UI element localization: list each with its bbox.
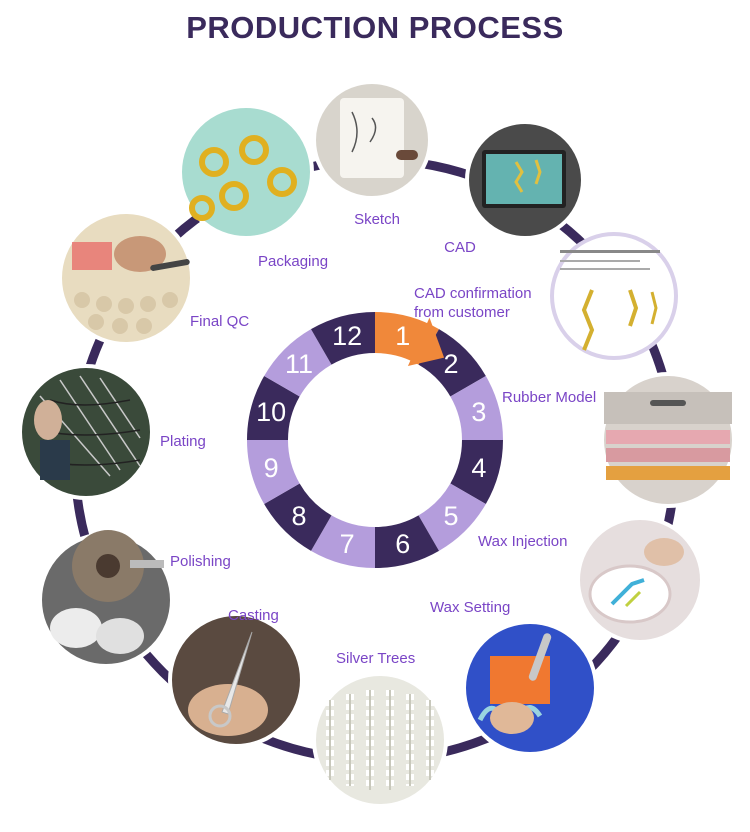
wheel-number-9: 9	[264, 453, 279, 483]
wheel-segment-11	[264, 329, 332, 397]
step-labels: Sketch CAD CAD confirmation from custome…	[160, 211, 596, 667]
wheel-segment-4	[450, 440, 503, 504]
step-label-silver-trees: Silver Trees	[336, 650, 415, 667]
silver-trees-photo	[312, 672, 448, 808]
wheel-segment-9	[247, 440, 300, 504]
step-label-wax-setting: Wax Setting	[430, 599, 510, 616]
wheel-number-11: 11	[285, 349, 313, 379]
sketch-photo	[312, 80, 432, 200]
wax-setting-photo	[462, 620, 598, 756]
wheel-segment-8	[264, 483, 332, 551]
wheel-number-4: 4	[471, 453, 486, 483]
plating-photo	[18, 364, 154, 500]
step-label-cad-confirmation: CAD confirmation	[414, 285, 532, 302]
step-label-cad: CAD	[444, 239, 476, 256]
wheel-segment-6	[375, 515, 439, 568]
wheel-number-1: 1	[395, 321, 410, 351]
final-qc-photo	[58, 210, 194, 346]
page-title: PRODUCTION PROCESS	[186, 10, 564, 45]
step-photos	[18, 80, 736, 808]
polishing-photo	[38, 530, 174, 668]
step-label-cad-confirmation-line2: from customer	[414, 304, 510, 321]
wax-injection-photo	[576, 516, 704, 644]
cad-photo	[465, 120, 585, 240]
wheel-number-10: 10	[256, 397, 286, 427]
wheel-number-8: 8	[291, 501, 306, 531]
rubber-model-photo	[600, 372, 736, 508]
step-label-packaging: Packaging	[258, 253, 328, 270]
step-label-plating: Plating	[160, 433, 206, 450]
step-label-polishing: Polishing	[170, 553, 231, 570]
number-wheel: 1 2 3 4 5 6 7 8 9 10 11 12	[247, 312, 503, 568]
step-label-rubber-model: Rubber Model	[502, 389, 596, 406]
wheel-segment-5	[418, 483, 486, 551]
step-label-wax-injection: Wax Injection	[478, 533, 567, 550]
step-label-final-qc: Final QC	[190, 313, 249, 330]
step-label-sketch: Sketch	[354, 211, 400, 228]
wheel-number-2: 2	[443, 349, 458, 379]
wheel-number-7: 7	[340, 529, 355, 559]
active-arrow	[407, 317, 445, 367]
wheel-number-12: 12	[332, 321, 362, 351]
wheel-number-3: 3	[471, 397, 486, 427]
packaging-photo	[178, 104, 314, 240]
wheel-segment-12	[311, 312, 375, 365]
casting-photo	[168, 612, 304, 748]
wheel-segment-10	[247, 376, 300, 440]
wheel-segment-3	[450, 376, 503, 440]
wheel-number-5: 5	[443, 501, 458, 531]
step-label-casting: Casting	[228, 607, 279, 624]
wheel-number-6: 6	[395, 529, 410, 559]
wheel-segment-7	[311, 515, 375, 568]
cad-confirmation-photo	[550, 232, 678, 360]
